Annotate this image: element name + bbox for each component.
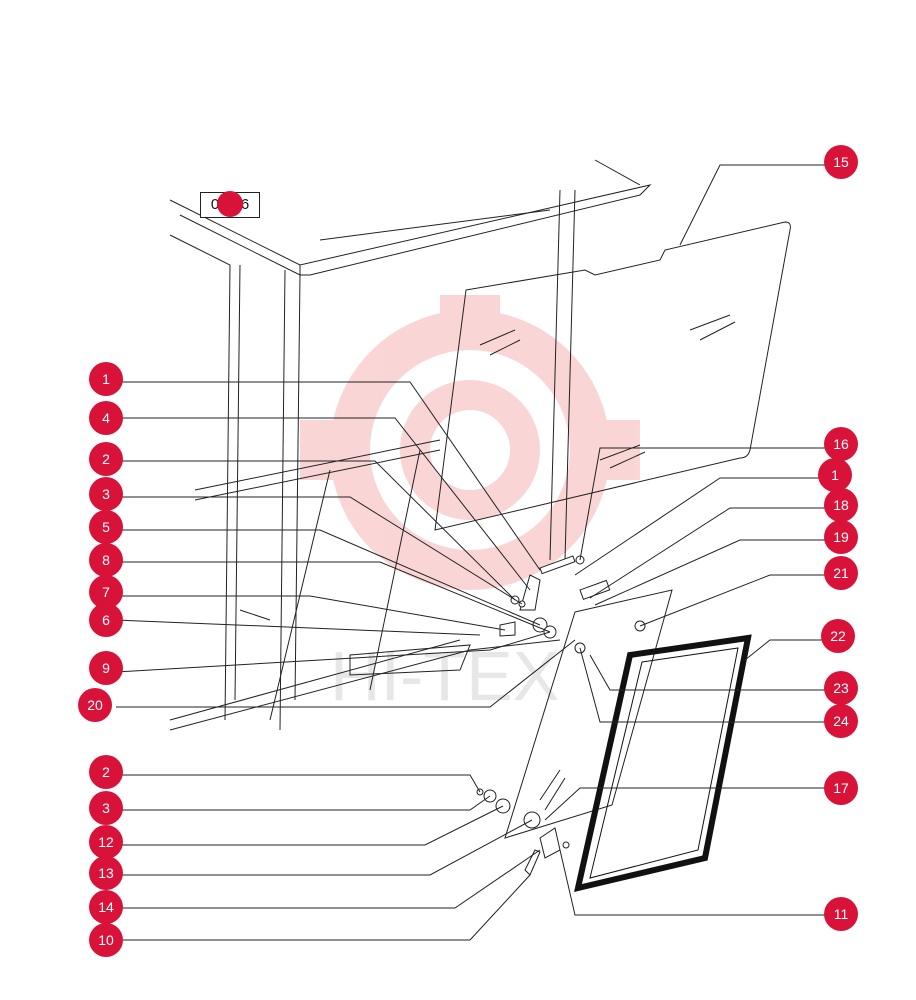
callout-3: 3 [89, 477, 123, 511]
callout-6: 6 [89, 603, 123, 637]
reference-callout [217, 191, 243, 217]
callout-9: 9 [89, 651, 123, 685]
callout-10: 10 [89, 923, 123, 957]
callout-3b: 3 [89, 791, 123, 825]
callout-18: 18 [824, 488, 858, 522]
upper-glass-panel [434, 221, 791, 531]
callout-11: 11 [824, 897, 858, 931]
callout-4: 4 [89, 401, 123, 435]
callout-14: 14 [89, 890, 123, 924]
callout-5: 5 [89, 510, 123, 544]
watermark-logo [300, 295, 640, 590]
callout-2: 2 [89, 442, 123, 476]
callout-1b: 1 [818, 458, 852, 492]
watermark-text: HI-TEX [330, 637, 559, 715]
callout-20: 20 [78, 688, 112, 722]
callout-2b: 2 [89, 755, 123, 789]
leader-lines [115, 164, 825, 941]
callout-8: 8 [89, 543, 123, 577]
hardware-parts [476, 555, 611, 876]
callout-15: 15 [824, 145, 858, 179]
window-seal [574, 634, 752, 893]
lower-door-glass [504, 589, 673, 839]
callout-22: 22 [821, 619, 855, 653]
callout-1: 1 [89, 362, 123, 396]
callout-16: 16 [824, 427, 858, 461]
callout-23: 23 [824, 671, 858, 705]
callout-21: 21 [824, 556, 858, 590]
callout-13: 13 [89, 856, 123, 890]
callout-12: 12 [89, 825, 123, 859]
callout-19: 19 [824, 520, 858, 554]
callout-17: 17 [824, 771, 858, 805]
callout-24: 24 [824, 704, 858, 738]
